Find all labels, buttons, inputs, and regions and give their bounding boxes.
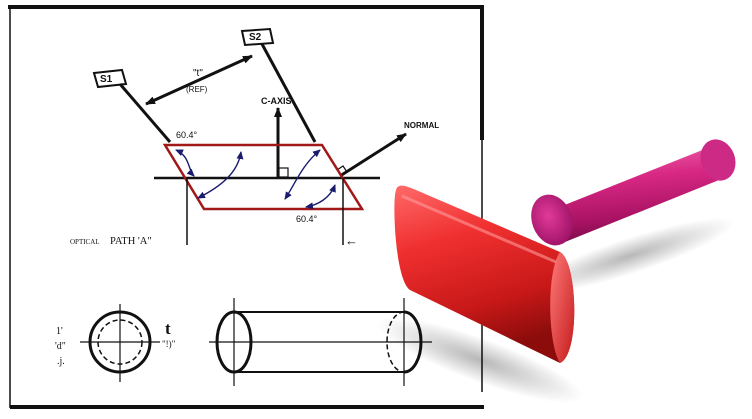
ref-label: (REF)	[186, 85, 208, 94]
optical-path-prefix: OPTICAL	[70, 238, 100, 246]
s1-tag: S1	[92, 68, 128, 89]
dim-label-1: 1'	[56, 326, 63, 337]
dim-label-3: .j.	[57, 356, 65, 367]
optical-path-label: PATH 'A"	[110, 236, 152, 247]
s1-face-line	[118, 83, 172, 143]
t-label: "t"	[193, 68, 203, 79]
c-axis-right-angle	[278, 167, 289, 178]
s1-label: S1	[100, 74, 113, 85]
angle-arc-top	[175, 149, 195, 177]
red-rod-image	[376, 185, 584, 403]
dim-label-t-sub: "!)"	[162, 339, 176, 349]
angle-label-top: 60.4°	[176, 130, 198, 140]
normal-line	[339, 132, 407, 178]
angle-arc-right	[284, 149, 321, 200]
s2-label: S2	[249, 32, 262, 43]
s2-face-line	[260, 43, 317, 143]
end-view	[80, 304, 160, 382]
t-dimension-arrow	[145, 54, 253, 106]
optical-path-arrow: ←	[345, 233, 358, 248]
angle-arc-bottom	[305, 184, 336, 210]
crystal-parallelogram	[162, 143, 365, 211]
s2-tag: S2	[240, 27, 275, 47]
c-axis-label: C-AXIS	[261, 96, 292, 106]
angle-label-bottom: 60.4°	[296, 214, 318, 224]
dim-label-2: 'd"	[55, 341, 66, 352]
normal-label: NORMAL	[404, 121, 439, 130]
normal-right-angle	[336, 165, 348, 173]
magenta-rod-image	[525, 139, 736, 295]
angle-arc-middle	[197, 151, 244, 199]
dim-label-t: t	[165, 319, 171, 338]
